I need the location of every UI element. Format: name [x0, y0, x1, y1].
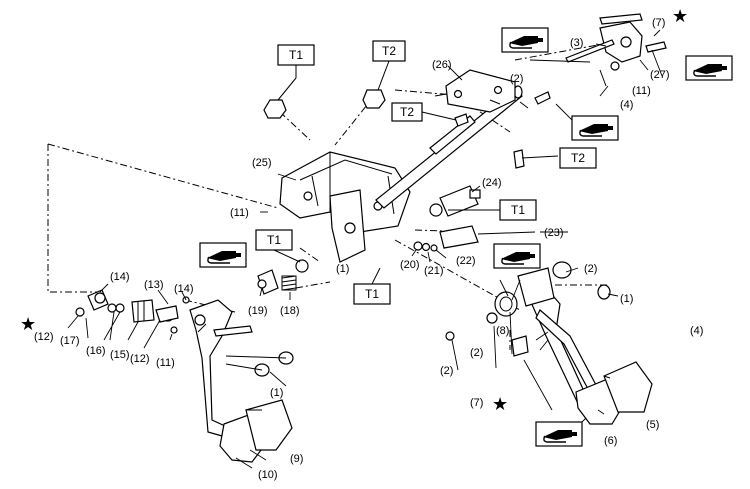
- grease-gun-icon: [199, 242, 247, 268]
- callout-1: (1): [620, 293, 633, 305]
- callout-15: (15): [110, 349, 130, 361]
- star-icon: ★: [672, 6, 688, 26]
- pedal-shaft: [375, 85, 523, 209]
- callout-6: (6): [604, 435, 617, 447]
- torque-label-t1: T1: [365, 287, 379, 301]
- callout-24: (24): [482, 177, 502, 189]
- torque-label-t2: T2: [400, 105, 414, 119]
- callout-2: (2): [510, 73, 523, 85]
- callout-7: (7): [470, 397, 483, 409]
- torque-label-t2: T2: [571, 151, 585, 165]
- callout-20: (20): [400, 259, 420, 271]
- callout-5: (5): [646, 419, 659, 431]
- callout-8: (8): [496, 325, 509, 337]
- callout-21: (21): [424, 265, 444, 277]
- callout-2: (2): [470, 347, 483, 359]
- left-hardware-stack: [75, 289, 190, 334]
- callout-1: (1): [270, 387, 283, 399]
- torque-box-t2: T2: [559, 147, 597, 169]
- callout-12: (12): [130, 353, 150, 365]
- callout-11: (11): [156, 357, 175, 369]
- fasteners-upper: [263, 89, 559, 169]
- callout-2: (2): [440, 365, 453, 377]
- grease-gun-icon: [685, 55, 733, 81]
- bushing-spring: [257, 259, 309, 295]
- brake-pedal: [189, 299, 294, 463]
- callout-4: (4): [620, 99, 633, 111]
- upper-bracket: [434, 69, 516, 113]
- callout-10: (10): [258, 469, 278, 481]
- torque-label-t2: T2: [382, 44, 396, 58]
- stop-light-switch: [429, 185, 536, 249]
- callout-25: (25): [252, 157, 272, 169]
- grease-gun-icon: [493, 243, 541, 269]
- star-icon: ★: [492, 394, 508, 414]
- callout-4: (4): [690, 325, 703, 337]
- small-washers: [413, 241, 438, 252]
- torque-label-t1: T1: [267, 233, 281, 247]
- callout-11: (11): [632, 85, 651, 97]
- clevis-assembly: [534, 13, 667, 105]
- grease-gun-icon: [571, 115, 619, 141]
- torque-box-t1: T1: [353, 267, 391, 305]
- torque-boxes: T1 T2 T2 T2 T1 T1 T1: [255, 40, 597, 305]
- torque-box-t1: T1: [255, 229, 301, 263]
- grease-gun-icon: [535, 421, 583, 447]
- torque-label-t1: T1: [511, 203, 525, 217]
- torque-label-t1: T1: [289, 48, 303, 62]
- callout-1: (1): [336, 263, 349, 275]
- callout-9: (9): [290, 453, 303, 465]
- callout-23: (23): [544, 227, 564, 239]
- callout-12: (12): [34, 331, 54, 343]
- callout-13: (13): [144, 279, 164, 291]
- torque-box-t1: T1: [448, 199, 537, 221]
- callout-11: (11): [230, 207, 249, 219]
- callout-26: (26): [432, 59, 452, 71]
- callout-3: (3): [570, 37, 583, 49]
- part-callouts: (7) (3) (26) (2) (27) (11) (4) (25) (24)…: [34, 17, 703, 481]
- torque-box-t2: T2: [372, 40, 406, 91]
- callout-17: (17): [60, 335, 80, 347]
- callout-19: (19): [248, 305, 268, 317]
- pedal-bracket: [279, 151, 411, 263]
- callout-27: (27): [650, 69, 670, 81]
- callout-14: (14): [110, 271, 130, 283]
- star-icon: ★: [20, 314, 36, 334]
- callout-18: (18): [280, 305, 300, 317]
- callout-22: (22): [456, 255, 476, 267]
- clutch-pedal: [445, 261, 653, 425]
- callout-2: (2): [584, 263, 597, 275]
- callout-16: (16): [86, 345, 106, 357]
- grease-gun-icon: [501, 27, 549, 53]
- torque-box-t1: T1: [277, 44, 315, 101]
- torque-box-t2: T2: [391, 102, 457, 122]
- callout-7: (7): [652, 17, 665, 29]
- callout-14: (14): [174, 283, 194, 295]
- star-markers: ★ ★ ★: [20, 6, 688, 414]
